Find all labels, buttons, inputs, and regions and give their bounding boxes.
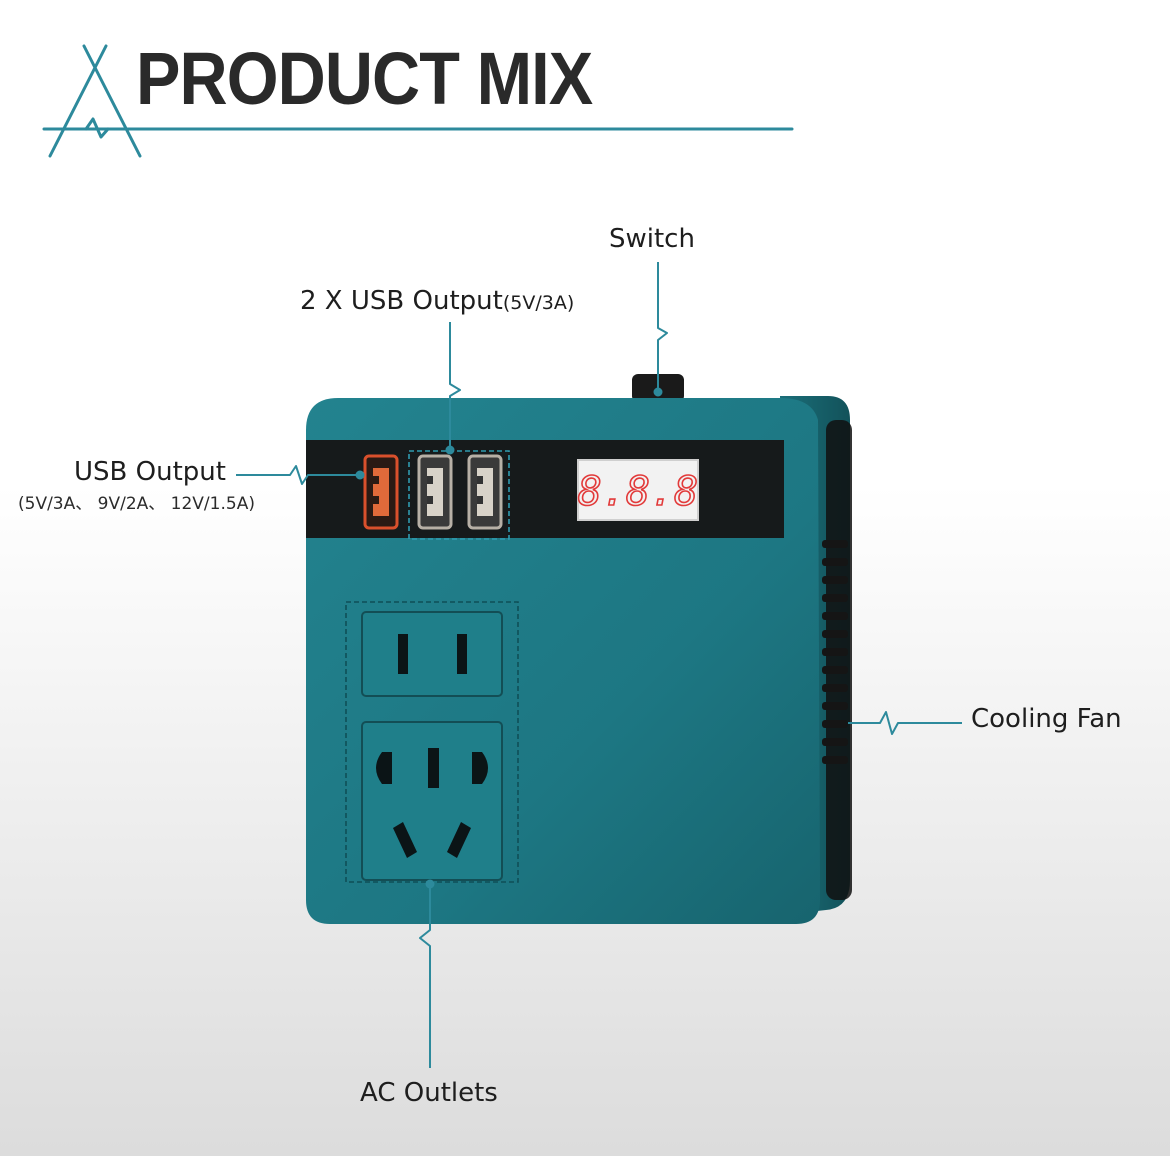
cooling-vents bbox=[822, 540, 848, 764]
dual-usb-label: 2 X USB Output(5V/3A) bbox=[300, 286, 574, 316]
dual-usb-spec: (5V/3A) bbox=[502, 292, 575, 314]
usb-port-2 bbox=[467, 454, 503, 530]
usb-output-label: USB Output bbox=[74, 457, 226, 487]
tent-logo-icon bbox=[42, 44, 794, 158]
display-readout: 8.8.8 bbox=[578, 469, 698, 515]
switch-label: Switch bbox=[609, 224, 695, 254]
ac-outlets-label: AC Outlets bbox=[360, 1078, 498, 1108]
dual-usb-label-text: 2 X USB Output bbox=[300, 286, 503, 316]
cooling-fan-label: Cooling Fan bbox=[971, 704, 1122, 734]
usb-output-spec: (5V/3A、 9V/2A、 12V/1.5A) bbox=[18, 494, 255, 514]
switch-leader bbox=[657, 262, 668, 392]
usb-leader bbox=[236, 465, 360, 485]
usb-port-1 bbox=[417, 454, 453, 530]
fan-leader bbox=[848, 711, 962, 735]
ac-leader bbox=[419, 884, 431, 1068]
led-display: 8.8.8 bbox=[577, 459, 699, 521]
dual-usb-leader bbox=[449, 322, 461, 450]
quick-charge-usb-port bbox=[363, 454, 399, 530]
ac-outlet-two-pin bbox=[361, 611, 503, 697]
ac-outlet-universal bbox=[361, 721, 503, 881]
page-title: PRODUCT MIX bbox=[136, 37, 593, 120]
